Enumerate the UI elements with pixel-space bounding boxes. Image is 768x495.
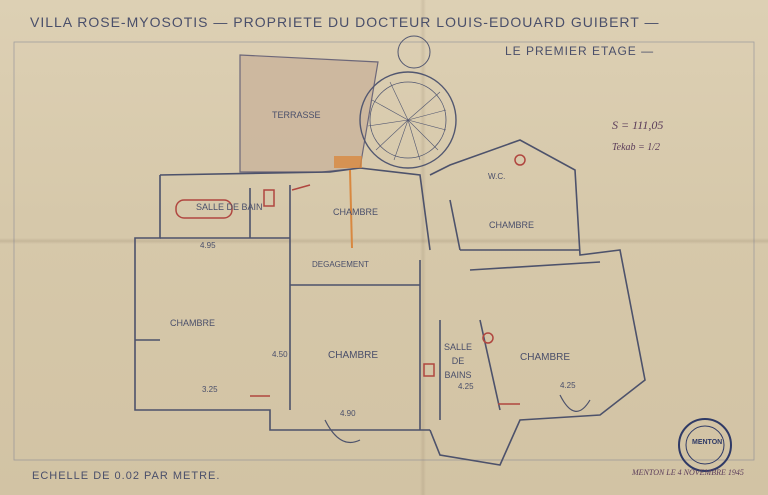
room-chambre-left: CHAMBRE — [170, 318, 216, 328]
fold-line-horizontal — [0, 238, 768, 244]
room-chambre-center: CHAMBRE — [328, 350, 379, 361]
room-wc: W.C. — [488, 172, 506, 181]
dimension-label: 4.50 — [272, 350, 288, 359]
room-terrasse: TERRASSE — [272, 110, 321, 120]
dimension-label: 4.25 — [560, 381, 576, 390]
official-stamp: MENTON — [692, 439, 723, 446]
date-note: MENTON LE 4 NOVEMBRE 1945 — [632, 468, 744, 477]
room-chambre-right: CHAMBRE — [520, 352, 571, 363]
dimension-label: 4.95 — [200, 241, 216, 250]
tax-note: Tekab = 1/2 — [612, 142, 661, 153]
room-chambre-right-top: CHAMBRE — [489, 220, 535, 230]
dimension-label: 4.25 — [458, 382, 474, 391]
scale-note: ECHELLE DE 0.02 PAR METRE. — [32, 470, 221, 482]
plan-title: VILLA ROSE-MYOSOTIS — PROPRIETE DU DOCTE… — [30, 14, 660, 30]
surface-note: S = 111,05 — [612, 118, 664, 132]
room-degagement: DEGAGEMENT — [312, 260, 369, 269]
dimension-label: 3.25 — [202, 385, 218, 394]
room-salle-de-bains: SALLE DE BAINS — [443, 342, 473, 380]
dimension-label: 4.90 — [340, 409, 356, 418]
fold-line-vertical — [420, 0, 426, 495]
room-chambre-top: CHAMBRE — [333, 207, 379, 217]
room-salle-de-bain-top: SALLE DE BAIN — [196, 202, 263, 212]
plan-subtitle: LE PREMIER ETAGE — — [505, 44, 655, 58]
